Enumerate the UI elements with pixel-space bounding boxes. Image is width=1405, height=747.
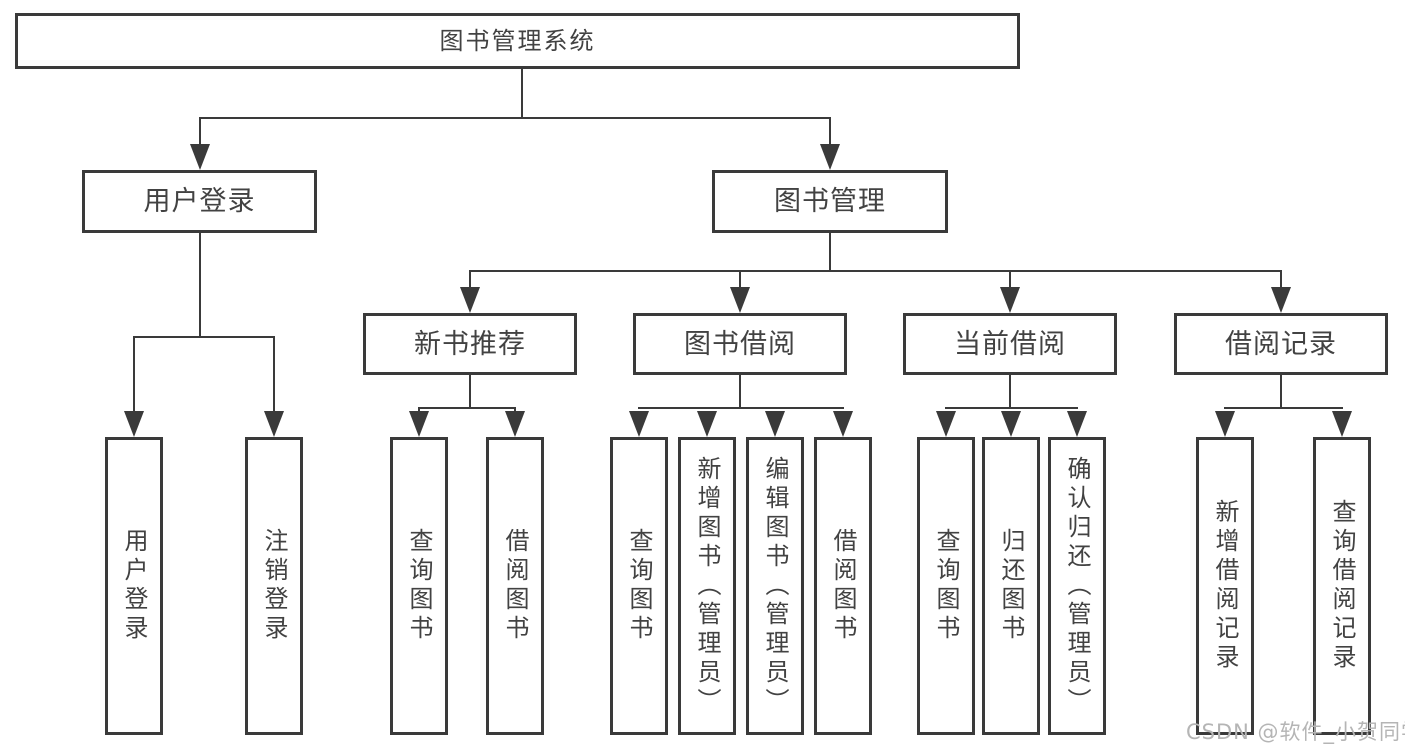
node-cb-return-books: 归还图书 <box>982 437 1040 735</box>
node-nbr-query-books-label: 查询图书 <box>405 528 433 644</box>
arrowhead-br-query <box>1332 411 1352 437</box>
edge-drop-user-login-leaf <box>133 336 135 413</box>
edge-drop-book-management <box>829 117 831 146</box>
node-current-borrowing: 当前借阅 <box>903 313 1117 375</box>
arrowhead-book-management <box>820 144 840 170</box>
arrowhead-user-login <box>190 144 210 170</box>
node-nbr-borrow-books: 借阅图书 <box>486 437 544 735</box>
node-bb-edit-books-admin-label: 编辑图书（管理员） <box>761 455 789 717</box>
node-user-login-leaf-label: 用户登录 <box>120 528 148 644</box>
edge-level1-horizontal <box>199 117 831 119</box>
edge-drop-user-login <box>199 117 201 146</box>
node-new-book-recommend: 新书推荐 <box>363 313 577 375</box>
node-nbr-query-books: 查询图书 <box>390 437 448 735</box>
node-cb-query-books-label: 查询图书 <box>932 528 960 644</box>
edge-br-horizontal <box>1224 407 1343 409</box>
node-cb-confirm-return-admin: 确认归还（管理员） <box>1048 437 1106 735</box>
node-user-login-label: 用户登录 <box>143 186 256 217</box>
arrowhead-book-borrowing <box>730 287 750 313</box>
edge-level3-horizontal <box>469 270 1282 272</box>
node-bb-query-books-label: 查询图书 <box>625 528 653 644</box>
arrowhead-user-login-leaf <box>124 411 144 437</box>
edge-drop-book-borrowing <box>739 270 741 289</box>
arrowhead-bb-edit <box>765 411 785 437</box>
arrowhead-logout <box>264 411 284 437</box>
node-user-login-leaf: 用户登录 <box>105 437 163 735</box>
edge-book-borrowing-stem <box>739 373 741 409</box>
node-nbr-borrow-books-label: 借阅图书 <box>501 528 529 644</box>
node-bb-edit-books-admin: 编辑图书（管理员） <box>746 437 804 735</box>
arrowhead-nbr-borrow <box>505 411 525 437</box>
arrowhead-br-add <box>1215 411 1235 437</box>
edge-drop-new-book-recommend <box>469 270 471 289</box>
node-root: 图书管理系统 <box>15 13 1020 69</box>
edge-drop-current-borrowing <box>1009 270 1011 289</box>
arrowhead-bb-query <box>629 411 649 437</box>
node-logout: 注销登录 <box>245 437 303 735</box>
edge-drop-logout <box>273 336 275 413</box>
edge-bb-horizontal <box>638 407 844 409</box>
node-br-add-record-label: 新增借阅记录 <box>1211 499 1239 673</box>
node-br-query-record: 查询借阅记录 <box>1313 437 1371 735</box>
arrowhead-nbr-query <box>409 411 429 437</box>
arrowhead-cb-confirm <box>1067 411 1087 437</box>
edge-book-management-stem <box>829 231 831 272</box>
node-new-book-recommend-label: 新书推荐 <box>414 328 526 360</box>
node-bb-query-books: 查询图书 <box>610 437 668 735</box>
node-bb-borrow-books: 借阅图书 <box>814 437 872 735</box>
node-logout-label: 注销登录 <box>260 528 288 644</box>
node-root-label: 图书管理系统 <box>439 27 596 55</box>
edge-nbr-horizontal <box>418 407 516 409</box>
arrowhead-borrowing-records <box>1271 287 1291 313</box>
csdn-watermark: CSDN @软件_小贺同学 <box>1186 720 1405 744</box>
edge-user-login-stem <box>199 231 201 338</box>
node-user-login: 用户登录 <box>82 170 317 233</box>
edge-borrowing-records-stem <box>1280 373 1282 409</box>
node-book-borrowing: 图书借阅 <box>633 313 847 375</box>
node-cb-confirm-return-admin-label: 确认归还（管理员） <box>1063 455 1091 717</box>
node-bb-add-books-admin: 新增图书（管理员） <box>678 437 736 735</box>
arrowhead-cb-return <box>1001 411 1021 437</box>
node-borrowing-records-label: 借阅记录 <box>1225 328 1337 360</box>
arrowhead-current-borrowing <box>1000 287 1020 313</box>
arrowhead-new-book-recommend <box>460 287 480 313</box>
node-cb-return-books-label: 归还图书 <box>997 528 1025 644</box>
node-book-borrowing-label: 图书借阅 <box>684 328 796 360</box>
node-current-borrowing-label: 当前借阅 <box>954 328 1066 360</box>
edge-new-book-recommend-stem <box>469 373 471 409</box>
arrowhead-bb-add <box>697 411 717 437</box>
node-bb-add-books-admin-label: 新增图书（管理员） <box>693 455 721 717</box>
node-br-query-record-label: 查询借阅记录 <box>1328 499 1356 673</box>
edge-user-login-horizontal <box>133 336 275 338</box>
node-br-add-record: 新增借阅记录 <box>1196 437 1254 735</box>
edge-current-borrowing-stem <box>1009 373 1011 409</box>
node-book-management: 图书管理 <box>712 170 948 233</box>
arrowhead-cb-query <box>936 411 956 437</box>
edge-drop-borrowing-records <box>1280 270 1282 289</box>
node-book-management-label: 图书管理 <box>774 186 886 217</box>
edge-root-stem <box>521 69 523 119</box>
node-bb-borrow-books-label: 借阅图书 <box>829 528 857 644</box>
edge-cb-horizontal <box>945 407 1078 409</box>
node-borrowing-records: 借阅记录 <box>1174 313 1388 375</box>
arrowhead-bb-borrow <box>833 411 853 437</box>
node-cb-query-books: 查询图书 <box>917 437 975 735</box>
